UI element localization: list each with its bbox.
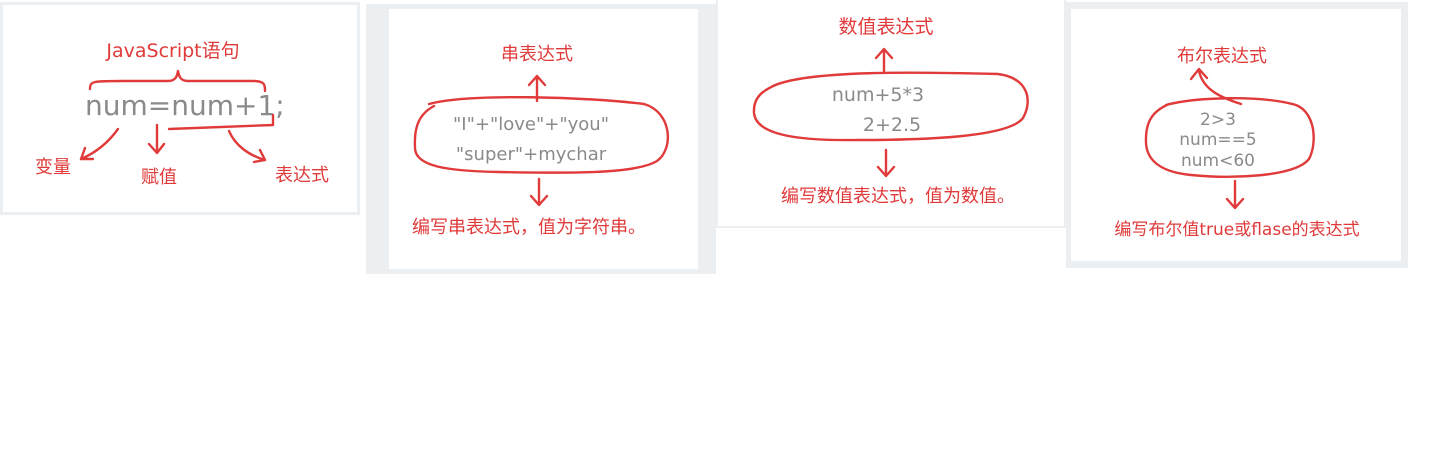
ellipse-outline (1144, 97, 1315, 178)
string-caption: 编写串表达式，值为字符串。 (412, 217, 646, 238)
numeric-title: 数值表达式 (838, 16, 933, 38)
arrow-up-curve-icon (1189, 67, 1243, 106)
label-assign: 赋值 (141, 167, 177, 188)
boolean-title: 布尔表达式 (1177, 46, 1267, 67)
boolean-expression-diagram: 布尔表达式 2>3 num==5 num<60 编写布尔值true或flase的… (1114, 46, 1359, 240)
numeric-line-1: num+5*3 (832, 84, 924, 106)
string-line-1: "I"+"love"+"you" (453, 114, 609, 135)
string-expression-diagram: 串表达式 "I"+"love"+"you" "super"+mychar 编写串… (412, 44, 670, 238)
string-line-2: "super"+mychar (456, 144, 607, 165)
statement-title: JavaScript语句 (105, 40, 239, 62)
statement-code: num=num+1; (85, 89, 285, 122)
arrow-down-left-icon (79, 127, 120, 161)
boolean-line-1: 2>3 (1200, 110, 1236, 130)
arrow-down-icon (1225, 179, 1245, 210)
boolean-line-3: num<60 (1181, 151, 1255, 171)
ellipse-outline (413, 95, 670, 174)
statement-panel: JavaScript语句 num=num+1; 变量 赋值 表达式 (0, 2, 360, 215)
boolean-line-2: num==5 (1179, 130, 1256, 150)
string-title: 串表达式 (501, 44, 573, 65)
arrow-down-right-icon (227, 129, 267, 164)
label-expression: 表达式 (275, 165, 329, 186)
statement-diagram: JavaScript语句 num=num+1; 变量 赋值 表达式 (35, 40, 329, 188)
numeric-expression-diagram: 数值表达式 num+5*3 2+2.5 编写数值表达式，值为数值。 (752, 16, 1029, 207)
brace-icon (88, 69, 267, 93)
underline-bracket-icon (167, 113, 275, 131)
arrow-down-icon (529, 177, 549, 207)
ellipse-outline (752, 71, 1029, 142)
numeric-caption: 编写数值表达式，值为数值。 (781, 186, 1015, 207)
label-variable: 变量 (35, 157, 71, 178)
arrow-down-icon (876, 148, 896, 178)
numeric-expression-panel: 数值表达式 num+5*3 2+2.5 编写数值表达式，值为数值。 (716, 0, 1066, 228)
boolean-expression-panel: 布尔表达式 2>3 num==5 num<60 编写布尔值true或flase的… (1066, 2, 1408, 268)
arrow-down-icon (147, 123, 166, 155)
boolean-caption: 编写布尔值true或flase的表达式 (1114, 220, 1359, 240)
numeric-line-2: 2+2.5 (863, 114, 921, 136)
string-expression-panel: 串表达式 "I"+"love"+"you" "super"+mychar 编写串… (366, 4, 716, 274)
arrow-up-icon (874, 47, 894, 74)
